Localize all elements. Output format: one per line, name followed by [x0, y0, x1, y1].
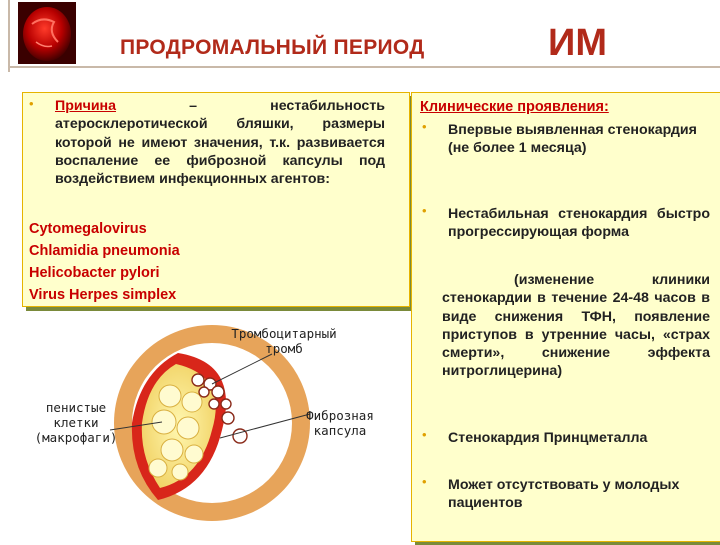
agent-item: Chlamidia pneumonia — [29, 243, 180, 259]
cause-panel: • Причина – нестабильность атеросклероти… — [22, 92, 410, 307]
clinical-heading: Клинические проявления: — [420, 99, 609, 115]
bullet-icon: • — [422, 203, 427, 218]
fibrous-capsule-label: Фиброзная капсула — [306, 408, 374, 438]
clinical-item-detail: (изменение клиники стенокардии в течение… — [442, 272, 710, 380]
bullet-icon: • — [29, 96, 34, 111]
cause-label: Причина — [55, 98, 117, 114]
artery-cross-section — [109, 325, 311, 521]
artery-diagram: Тромбоцитарный тромб пенистые клетки (ма… — [35, 318, 374, 540]
header-divider-vertical — [8, 0, 10, 72]
pointer-line — [211, 353, 273, 385]
page-title-suffix: ИМ — [548, 22, 607, 64]
clinical-item: Может отсутствовать у молодых пациентов — [448, 477, 680, 512]
header-divider — [8, 66, 720, 68]
cause-text: – нестабильность атеросклеротической бля… — [55, 98, 385, 188]
clinical-item: Стенокардия Принцметалла — [448, 430, 648, 446]
agent-item: Virus Herpes simplex — [29, 287, 177, 303]
pointer-line — [109, 421, 163, 431]
foam-cells-label: пенистые клетки (макрофаги) — [34, 400, 118, 445]
heart-icon — [18, 2, 76, 64]
foam-cells — [148, 384, 204, 481]
cause-paragraph: Причина – нестабильность атеросклеротиче… — [55, 97, 385, 188]
pointer-line — [219, 413, 311, 439]
agent-item: Helicobacter pylori — [29, 265, 160, 281]
bullet-icon: • — [422, 474, 427, 489]
agent-item: Cytomegalovirus — [29, 221, 147, 237]
clinical-item: Впервые выявленная стенокардия (не более… — [448, 122, 697, 157]
clinical-panel: Клинические проявления: • Впервые выявле… — [411, 92, 720, 542]
platelet-thrombus — [191, 373, 248, 444]
clinical-item: Нестабильная стенокардия быстро прогресс… — [448, 206, 710, 241]
thrombus-label: Тромбоцитарный тромб — [231, 326, 337, 356]
bullet-icon: • — [422, 427, 427, 442]
page-title: ПРОДРОМАЛЬНЫЙ ПЕРИОД — [120, 36, 425, 59]
bullet-icon: • — [422, 119, 427, 134]
